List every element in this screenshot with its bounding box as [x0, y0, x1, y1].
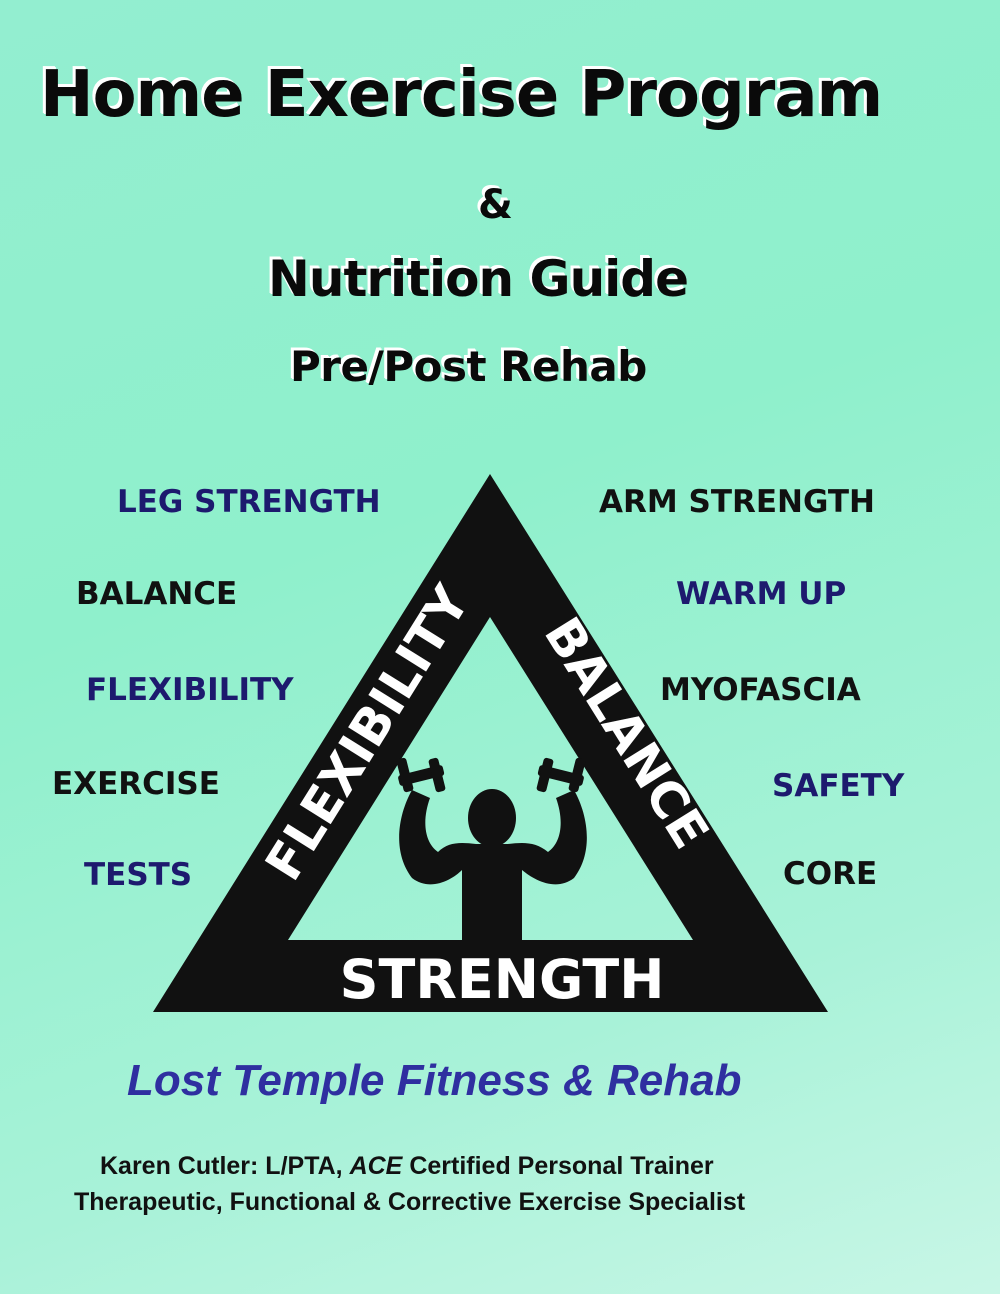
credit-ace: ACE [349, 1152, 403, 1180]
credit-name: Karen Cutler: L/PTA, [100, 1152, 343, 1180]
keyword-exercise: EXERCISE [52, 766, 220, 802]
main-title: Home Exercise Program [40, 58, 883, 132]
keyword-balance: BALANCE [76, 576, 238, 612]
keyword-arm-strength: ARM STRENGTH [599, 484, 875, 520]
credit-line-2: Therapeutic, Functional & Corrective Exe… [74, 1188, 746, 1216]
triangle-base-label: STRENGTH [340, 948, 665, 1011]
brand-name: Lost Temple Fitness & Rehab [127, 1056, 742, 1105]
triangle-shape [153, 474, 828, 1012]
keyword-safety: SAFETY [772, 768, 905, 804]
subtitle-rehab: Pre/Post Rehab [290, 342, 647, 391]
ampersand-title: & [478, 182, 513, 228]
triangle-left-label: FLEXIBILITY [254, 575, 481, 890]
subtitle: Nutrition Guide [268, 250, 689, 308]
keyword-leg-strength: LEG STRENGTH [117, 484, 381, 520]
weightlifter-silhouette-icon [396, 757, 587, 940]
keyword-flexibility: FLEXIBILITY [86, 672, 294, 708]
keyword-myofascia: MYOFASCIA [660, 672, 861, 708]
credit-certification: Certified Personal Trainer [402, 1152, 714, 1180]
credit-line-1: Karen Cutler: L/PTA, ACE Certified Perso… [100, 1152, 714, 1181]
keyword-core: CORE [783, 856, 878, 892]
keyword-tests: TESTS [84, 857, 193, 893]
keyword-warm-up: WARM UP [676, 576, 847, 612]
